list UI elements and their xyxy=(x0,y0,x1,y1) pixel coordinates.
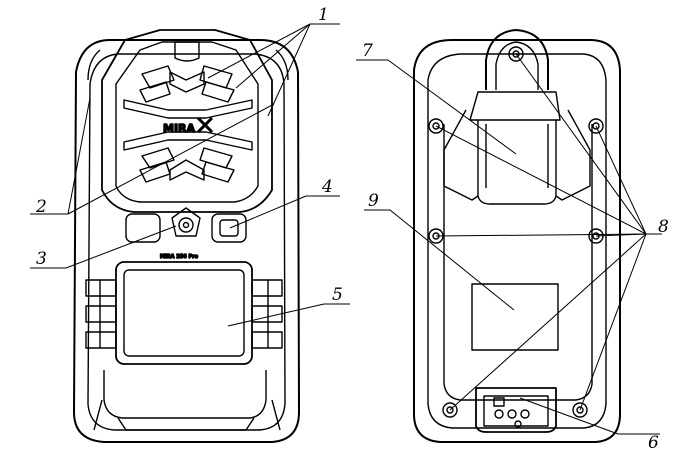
callout-2: 2 xyxy=(35,197,47,217)
callout-5: 5 xyxy=(332,285,343,305)
front-view: MIRA MIRA 256 P xyxy=(73,29,300,443)
connector-module xyxy=(475,387,557,433)
front-outer-housing xyxy=(73,39,300,443)
callout-4: 4 xyxy=(321,177,333,197)
screw xyxy=(508,46,524,62)
label-area xyxy=(471,283,559,351)
upper-sensor-grille xyxy=(123,65,253,119)
right-side-clip xyxy=(251,279,283,349)
callout-7: 7 xyxy=(362,41,373,61)
brand-x-mark xyxy=(196,116,214,134)
leader-lines xyxy=(30,23,662,435)
bottom-bumper xyxy=(117,417,255,431)
lower-sensor-grille xyxy=(123,131,253,183)
front-inner-housing-line xyxy=(87,53,286,431)
back-inner-housing-line xyxy=(427,53,607,429)
screw xyxy=(572,402,588,418)
top-notch xyxy=(174,41,200,62)
callout-3: 3 xyxy=(36,249,47,269)
callout-labels: 1 2 3 4 5 6 7 8 9 xyxy=(35,5,669,453)
back-outer-housing xyxy=(413,39,621,443)
brand-label: MIRA xyxy=(163,122,196,135)
left-side-clip xyxy=(85,279,117,349)
callout-8: 8 xyxy=(658,217,669,237)
screw xyxy=(442,402,458,418)
center-power-button xyxy=(171,207,201,237)
left-button xyxy=(125,213,161,243)
model-label: MIRA 256 Pro xyxy=(160,254,199,260)
callout-1: 1 xyxy=(318,5,329,25)
belt-clip xyxy=(443,29,591,205)
display-window xyxy=(115,261,253,365)
callout-6: 6 xyxy=(648,433,659,453)
screw xyxy=(428,118,444,134)
callout-9: 9 xyxy=(368,191,379,211)
back-view xyxy=(413,29,621,443)
sensor-cover xyxy=(101,29,273,213)
screws xyxy=(428,46,604,418)
screw xyxy=(588,118,604,134)
right-button xyxy=(211,213,247,243)
